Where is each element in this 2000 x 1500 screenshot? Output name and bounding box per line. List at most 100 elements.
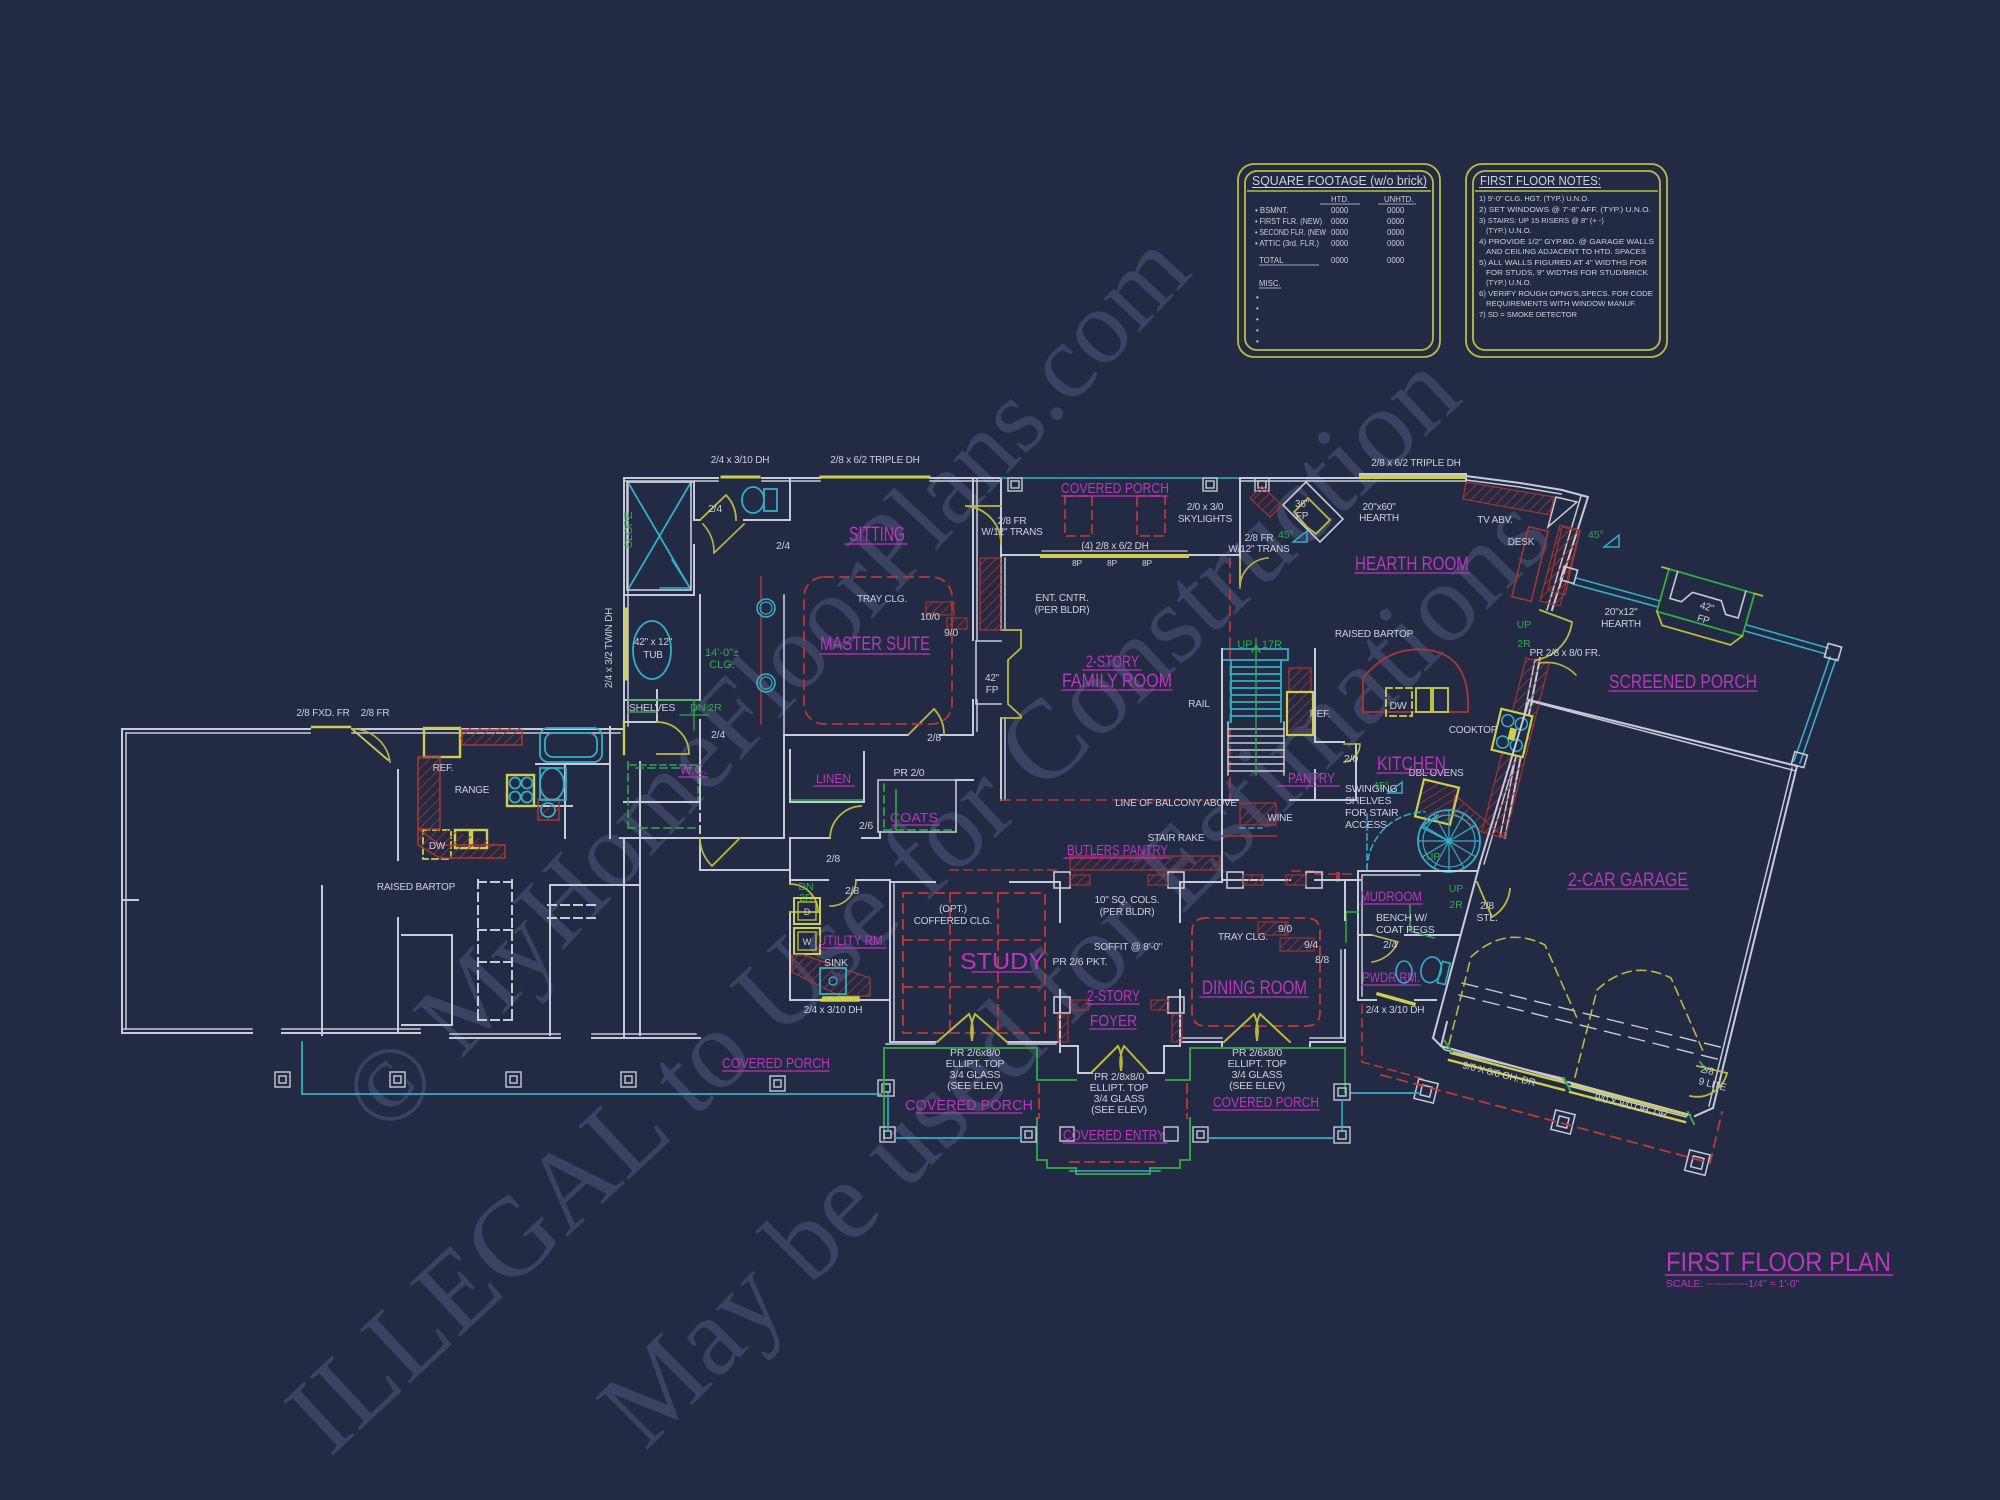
svg-text:FP: FP — [1696, 613, 1711, 627]
svg-text:2/8: 2/8 — [826, 853, 840, 865]
svg-text:8P: 8P — [1072, 558, 1083, 568]
svg-text:•: • — [1256, 326, 1259, 335]
svg-text:FOR STAIR: FOR STAIR — [1345, 807, 1399, 819]
svg-text:2/8 x 6/2 TRIPLE DH: 2/8 x 6/2 TRIPLE DH — [1371, 458, 1460, 469]
svg-text:COVERED PORCH: COVERED PORCH — [722, 1055, 830, 1072]
svg-text:2/8: 2/8 — [845, 885, 859, 897]
svg-text:TRAY CLG.: TRAY CLG. — [857, 594, 907, 605]
svg-text:42": 42" — [1698, 600, 1715, 615]
svg-text:MASTER SUITE: MASTER SUITE — [820, 634, 930, 655]
svg-text:FOYER: FOYER — [1090, 1013, 1137, 1030]
svg-text:UP: UP — [1426, 851, 1441, 863]
svg-text:2R: 2R — [1449, 899, 1463, 911]
svg-text:(SEE ELEV): (SEE ELEV) — [947, 1080, 1003, 1092]
svg-text:2-STORY: 2-STORY — [1086, 652, 1139, 671]
svg-text:DW: DW — [1389, 700, 1406, 712]
svg-text:MISC.: MISC. — [1259, 279, 1281, 288]
svg-text:COVERED ENTRY: COVERED ENTRY — [1063, 1127, 1165, 1144]
svg-text:PR 2/6x8/0: PR 2/6x8/0 — [950, 1047, 1000, 1059]
svg-text:TUB: TUB — [643, 650, 663, 661]
svg-text:5) ALL WALLS FIGURED AT 4" WID: 5) ALL WALLS FIGURED AT 4" WIDTHS FOR — [1479, 258, 1648, 267]
svg-text:2/8: 2/8 — [927, 732, 941, 744]
svg-text:SINK: SINK — [824, 957, 848, 969]
svg-text:PR 2/8x8/0: PR 2/8x8/0 — [1094, 1071, 1144, 1083]
svg-text:•: • — [1256, 337, 1259, 346]
svg-text:0000: 0000 — [1387, 239, 1405, 248]
svg-text:(OPT.): (OPT.) — [939, 904, 967, 915]
svg-text:AND CEILING ADJACENT TO HTD. S: AND CEILING ADJACENT TO HTD. SPACES — [1486, 247, 1646, 256]
svg-text:45°: 45° — [1278, 529, 1294, 541]
svg-text:2/8 FXD. FR: 2/8 FXD. FR — [296, 708, 349, 719]
svg-text:(4) 2/8 x 6/2 DH: (4) 2/8 x 6/2 DH — [1081, 541, 1148, 552]
svg-text:2-CAR GARAGE: 2-CAR GARAGE — [1568, 870, 1688, 891]
svg-text:W.C.: W.C. — [680, 761, 707, 777]
svg-text:0000: 0000 — [1331, 228, 1349, 237]
svg-text:(SEE ELEV): (SEE ELEV) — [1229, 1080, 1285, 1092]
svg-text:PR 2/6x8/0: PR 2/6x8/0 — [1232, 1047, 1282, 1059]
svg-text:2/4: 2/4 — [708, 503, 722, 515]
svg-text:0000: 0000 — [1387, 256, 1405, 265]
svg-text:BENCH W/: BENCH W/ — [1376, 912, 1427, 924]
svg-text:6) VERIFY ROUGH OPNG'S,SPECS.: 6) VERIFY ROUGH OPNG'S,SPECS. FOR CODE — [1479, 289, 1653, 298]
svg-text:36": 36" — [1295, 499, 1310, 510]
svg-text:HEARTH ROOM: HEARTH ROOM — [1355, 554, 1469, 575]
svg-text:REF.: REF. — [433, 763, 454, 774]
svg-text:2/8: 2/8 — [1699, 1064, 1715, 1078]
svg-text:0000: 0000 — [1331, 239, 1349, 248]
svg-text:3/4 GLASS: 3/4 GLASS — [950, 1069, 1001, 1081]
svg-text:W/12" TRANS: W/12" TRANS — [981, 527, 1043, 538]
svg-text:(PER BLDR): (PER BLDR) — [1035, 605, 1090, 616]
svg-text:0000: 0000 — [1387, 228, 1405, 237]
svg-text:45°: 45° — [1588, 529, 1604, 541]
svg-text:UP: UP — [1449, 883, 1464, 895]
svg-text:WINE: WINE — [1267, 813, 1293, 824]
svg-text:• FIRST FLR. (NEW): • FIRST FLR. (NEW) — [1255, 217, 1322, 226]
svg-text:RAIL: RAIL — [1188, 699, 1210, 710]
svg-text:RANGE: RANGE — [455, 785, 490, 796]
svg-text:PR 2/6 PKT.: PR 2/6 PKT. — [1053, 956, 1108, 968]
svg-text:2/8 FR: 2/8 FR — [361, 708, 390, 719]
svg-text:2/8: 2/8 — [1480, 900, 1494, 912]
svg-text:•: • — [1256, 304, 1259, 313]
svg-text:CLG.: CLG. — [709, 659, 735, 671]
svg-text:9/0: 9/0 — [1278, 923, 1292, 935]
svg-text:2/0 x 3/0: 2/0 x 3/0 — [1187, 502, 1224, 513]
svg-text:42": 42" — [985, 673, 1000, 684]
svg-text:8P: 8P — [1142, 558, 1153, 568]
svg-text:DW: DW — [429, 841, 446, 852]
svg-text:SCALE: ------------1/4" = 1'-0: SCALE: ------------1/4" = 1'-0" — [1666, 1278, 1800, 1290]
svg-text:17R: 17R — [1262, 639, 1282, 651]
svg-text:• SECOND FLR. (NEW: • SECOND FLR. (NEW — [1255, 228, 1327, 237]
svg-text:TV ABV.: TV ABV. — [1477, 515, 1512, 526]
svg-text:W/12" TRANS: W/12" TRANS — [1228, 544, 1290, 555]
svg-text:STL.: STL. — [1476, 912, 1497, 924]
svg-text:9/4: 9/4 — [1304, 939, 1318, 951]
svg-text:45°: 45° — [1373, 780, 1389, 792]
svg-text:0000: 0000 — [1331, 206, 1349, 215]
svg-text:8/8: 8/8 — [1315, 954, 1329, 966]
svg-text:(PER BLDR): (PER BLDR) — [1100, 907, 1155, 918]
svg-text:(TYP.) U.N.O.: (TYP.) U.N.O. — [1486, 226, 1532, 235]
svg-text:HEARTH: HEARTH — [1601, 619, 1641, 630]
svg-text:COVERED PORCH: COVERED PORCH — [905, 1097, 1033, 1114]
svg-text:PWDR RM.: PWDR RM. — [1362, 969, 1420, 985]
svg-text:10/0: 10/0 — [920, 611, 940, 623]
svg-text:ACCESS: ACCESS — [1345, 819, 1387, 831]
svg-text:2/8 x 6/2 TRIPLE DH: 2/8 x 6/2 TRIPLE DH — [830, 455, 919, 466]
svg-text:(SEE ELEV): (SEE ELEV) — [1091, 1104, 1147, 1116]
svg-text:0000: 0000 — [1331, 217, 1349, 226]
svg-text:FOR STUDS, 9" WIDTHS FOR STUD/: FOR STUDS, 9" WIDTHS FOR STUD/BRICK — [1486, 268, 1648, 277]
svg-text:20"x12": 20"x12" — [1605, 607, 1639, 618]
svg-text:RAISED BARTOP: RAISED BARTOP — [377, 882, 456, 893]
svg-text:COVERED PORCH: COVERED PORCH — [1061, 480, 1169, 497]
svg-text:3/4 GLASS: 3/4 GLASS — [1232, 1069, 1283, 1081]
svg-text:FAMILY ROOM: FAMILY ROOM — [1062, 671, 1172, 692]
svg-text:10" SQ. COLS.: 10" SQ. COLS. — [1095, 895, 1160, 906]
svg-text:SOFFIT @ 8'-0": SOFFIT @ 8'-0" — [1094, 942, 1163, 953]
svg-text:KITCHEN: KITCHEN — [1377, 754, 1446, 775]
svg-text:FP: FP — [986, 685, 999, 696]
svg-text:2/8 FR: 2/8 FR — [998, 516, 1027, 527]
svg-text:PANTRY: PANTRY — [1288, 770, 1335, 787]
svg-text:COATS: COATS — [890, 810, 938, 825]
svg-text:UTILITY RM.: UTILITY RM. — [818, 932, 886, 948]
